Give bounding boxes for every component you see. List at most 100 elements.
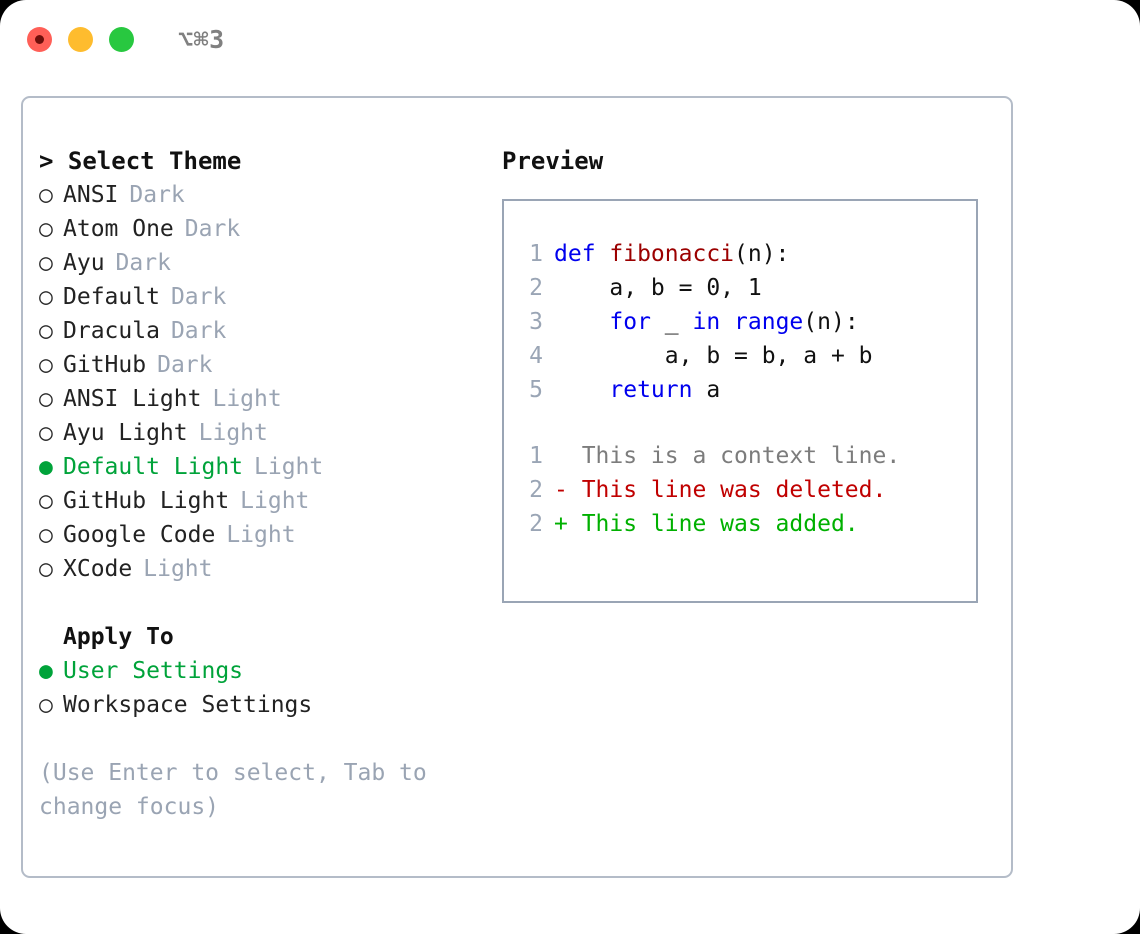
code-token-fn: fibonacci <box>609 241 735 267</box>
radio-unselected-icon: ○ <box>39 692 53 718</box>
code-token-pl: a, b = b, a + b <box>554 343 873 369</box>
code-line: 3 for _ in range(n): <box>518 305 976 339</box>
diff-sample: 1 This is a context line. 2 - This line wa… <box>518 439 976 541</box>
code-line-text: return a <box>554 373 720 407</box>
radio-unselected-icon: ○ <box>39 352 53 378</box>
preview-column: Preview 1 def fibonacci(n): 2 a, b = 0, 1 3… <box>502 144 992 603</box>
diff-line-text: This is a context line. <box>554 443 901 469</box>
theme-option-label: ANSI <box>63 182 119 208</box>
code-line: 5 return a <box>518 373 976 407</box>
theme-option-ansi[interactable]: ○ ANSI Dark <box>39 178 491 212</box>
theme-option-badge: Light <box>254 454 324 480</box>
code-token-pl <box>554 377 609 403</box>
theme-option-badge: Light <box>226 522 296 548</box>
select-theme-heading: > Select Theme <box>39 147 242 175</box>
radio-unselected-icon: ○ <box>39 386 53 412</box>
code-line: 1 def fibonacci(n): <box>518 237 976 271</box>
diff-line: 2 - This line was deleted. <box>518 473 976 507</box>
theme-option-label: Default <box>63 284 160 310</box>
theme-option-badge: Light <box>198 420 268 446</box>
diff-spacer <box>518 407 976 439</box>
apply-to-option-user-settings[interactable]: ● User Settings <box>39 654 491 688</box>
code-token-pl: (n): <box>734 241 790 267</box>
theme-option-label: GitHub Light <box>63 488 230 514</box>
window-title: ⌥⌘3 <box>178 24 225 54</box>
theme-option-label: Atom One <box>63 216 174 242</box>
maximize-button[interactable] <box>109 26 134 52</box>
radio-selected-icon: ● <box>39 454 53 480</box>
theme-option-ayu-light[interactable]: ○ Ayu Light Light <box>39 416 491 450</box>
radio-unselected-icon: ○ <box>39 488 53 514</box>
diff-line-text: - This line was deleted. <box>554 477 887 503</box>
theme-option-badge: Light <box>240 488 310 514</box>
code-token-pl: _ <box>650 309 693 335</box>
code-token-pl: a, b = 0, 1 <box>554 275 762 301</box>
theme-option-badge: Dark <box>184 216 241 242</box>
apply-to-heading-marker: ○ <box>39 620 63 654</box>
keyboard-hint: (Use Enter to select, Tab to change focu… <box>39 760 427 820</box>
apply-to-option-workspace-settings[interactable]: ○ Workspace Settings <box>39 688 491 722</box>
title-bar: ⌥⌘3 <box>0 0 1140 78</box>
diff-line-number: 1 <box>529 443 543 469</box>
minimize-button[interactable] <box>68 26 93 52</box>
code-line-text: for _ in range(n): <box>554 305 858 339</box>
code-line-number: 1 <box>529 241 543 267</box>
theme-option-label: Google Code <box>63 522 216 548</box>
apply-to-heading-label: Apply To <box>63 624 174 650</box>
radio-selected-icon: ● <box>39 658 53 684</box>
code-line: 4 a, b = b, a + b <box>518 339 976 373</box>
apply-to-list: ● User Settings ○ Workspace Settings <box>39 654 491 722</box>
theme-option-badge: Light <box>212 386 282 412</box>
theme-option-label: Default Light <box>63 454 244 480</box>
diff-line-text: + This line was added. <box>554 511 859 537</box>
code-line-number: 5 <box>529 377 543 403</box>
close-button[interactable] <box>27 26 52 52</box>
code-line-text: a, b = 0, 1 <box>554 271 762 305</box>
radio-unselected-icon: ○ <box>39 420 53 446</box>
code-token-kw: def <box>554 241 610 267</box>
diff-line-number: 2 <box>529 477 543 503</box>
code-token-kw: in <box>692 309 721 335</box>
code-token-kw: for <box>609 309 651 335</box>
code-token-pl <box>720 309 734 335</box>
apply-to-heading: ○Apply To <box>39 620 491 654</box>
theme-option-atom-one[interactable]: ○ Atom One Dark <box>39 212 491 246</box>
theme-option-label: Ayu Light <box>63 420 188 446</box>
apply-to-option-label: Workspace Settings <box>63 692 313 718</box>
code-line-number: 4 <box>529 343 543 369</box>
code-line-number: 2 <box>529 275 543 301</box>
code-token-pl: a <box>692 377 721 403</box>
theme-option-badge: Dark <box>129 182 185 208</box>
theme-option-label: GitHub <box>63 352 147 378</box>
radio-unselected-icon: ○ <box>39 216 53 242</box>
code-sample: 1 def fibonacci(n): 2 a, b = 0, 1 3 for _ i… <box>518 237 976 407</box>
theme-option-badge: Light <box>143 556 213 582</box>
theme-option-github-light[interactable]: ○ GitHub Light Light <box>39 484 491 518</box>
code-token-kw: return <box>609 377 693 403</box>
theme-option-default-light[interactable]: ● Default Light Light <box>39 450 491 484</box>
diff-line: 1 This is a context line. <box>518 439 976 473</box>
theme-option-badge: Dark <box>170 318 227 344</box>
theme-option-badge: Dark <box>170 284 227 310</box>
code-line-text: a, b = b, a + b <box>554 339 873 373</box>
radio-unselected-icon: ○ <box>39 522 53 548</box>
theme-option-badge: Dark <box>115 250 171 276</box>
code-token-pl <box>554 309 609 335</box>
radio-unselected-icon: ○ <box>39 250 53 276</box>
theme-option-label: Ayu <box>63 250 105 276</box>
diff-line-number: 2 <box>529 511 543 537</box>
apply-to-option-label: User Settings <box>63 658 244 684</box>
theme-option-google-code[interactable]: ○ Google Code Light <box>39 518 491 552</box>
theme-option-label: Dracula <box>63 318 160 344</box>
theme-option-ayu[interactable]: ○ Ayu Dark <box>39 246 491 280</box>
preview-heading: Preview <box>502 147 604 175</box>
radio-unselected-icon: ○ <box>39 182 53 208</box>
